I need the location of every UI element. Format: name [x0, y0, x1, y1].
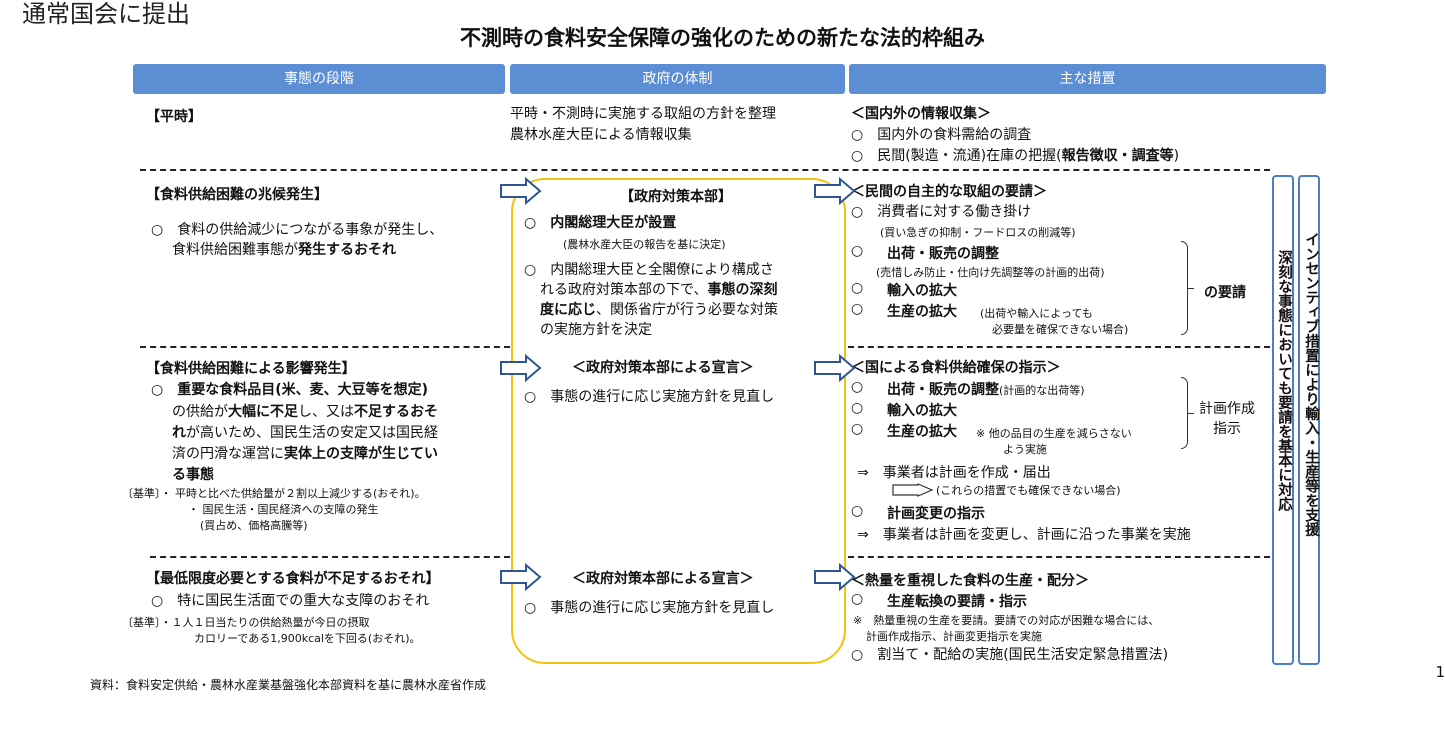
measure-sign-3-mark: ○: [851, 280, 864, 296]
measure-sign-4-mark: ○: [851, 301, 864, 317]
measure-impact-2: 輸入の拡大: [887, 403, 957, 419]
measure-peace-1: ○ 国内外の食料需給の調査: [851, 127, 1032, 143]
min-desc-1: ○ 特に国民生活面での重大な支障のおそれ: [151, 593, 430, 609]
measure-impact-5: 計画変更の指示: [887, 506, 985, 522]
impact-desc-1: ○ 重要な食料品目(米、麦、大豆等を想定): [151, 382, 429, 398]
measure-impact-1: 出荷・販売の調整(計画的な出荷等): [887, 382, 1085, 398]
measure-sign-1-note: (買い急ぎの抑制・フードロスの削減等): [880, 226, 1076, 239]
source-note: 資料：食料安定供給・農林水産業基盤強化本部資料を基に農林水産省作成: [90, 678, 487, 692]
arrow-right-icon: [814, 176, 856, 206]
header-measures: 主な措置: [849, 64, 1326, 94]
measure-peace-2: ○ 民間(製造・流通)在庫の把握(報告徴収・調査等): [851, 148, 1180, 164]
gov-min-1: ○ 事態の進行に応じ実施方針を見直し: [524, 600, 775, 616]
brace-instruct-tip: [1188, 413, 1194, 414]
impact-desc-3: れが高いため、国民生活の安定又は国民経: [172, 425, 438, 441]
min-criteria-2: カロリーである1,900kcalを下回る(おそれ)。: [194, 632, 421, 645]
header-stage: 事態の段階: [133, 64, 505, 94]
separator-2b: [848, 346, 1270, 348]
separator-2a: [140, 346, 510, 348]
brace-request-tip: [1188, 288, 1194, 289]
impact-desc-2: の供給が大幅に不足し、又は不足するおそ: [172, 404, 438, 420]
measure-impact-2-mark: ○: [851, 400, 864, 416]
impact-desc-4: 済の円滑な運営に実体上の支障が生じてい: [172, 446, 438, 462]
arrow-right-icon: [814, 562, 856, 592]
brace-request: [1181, 241, 1188, 335]
measure-sign-2: 出荷・販売の調整: [887, 246, 999, 262]
impact-desc-5: る事態: [172, 467, 214, 483]
gov-peace-1: 平時・不測時に実施する取組の方針を整理: [510, 106, 776, 122]
stage-min: 【最低限度必要とする食料が不足するおそれ】: [146, 571, 440, 587]
brace-request-label: の要請: [1204, 285, 1246, 301]
corner-label: 通常国会に提出: [22, 0, 190, 28]
measure-sign-1: ○ 消費者に対する働き掛け: [851, 204, 1032, 220]
gov-sign-1-note: (農林水産大臣の報告を基に決定): [563, 238, 726, 251]
stage-peace: 【平時】: [146, 109, 202, 125]
side-box-incentive: [1298, 175, 1320, 665]
gov-peace-2: 農林水産大臣による情報収集: [510, 127, 692, 143]
arrow-right-icon: [500, 353, 542, 383]
measure-min-head: ＜熱量を重視した食料の生産・配分＞: [851, 573, 1089, 589]
measure-sign-2-mark: ○: [851, 243, 864, 259]
sign-desc-1: ○ 食料の供給減少につながる事象が発生し、: [151, 222, 444, 238]
measure-impact-4-note: (これらの措置でも確保できない場合): [936, 484, 1121, 497]
measure-min-1-mark: ○: [851, 591, 864, 607]
stage-sign: 【食料供給困難の兆候発生】: [146, 187, 328, 203]
side-text-incentive: インセンティブ措置により輸入・生産等を支援: [1303, 232, 1319, 537]
gov-frame: [511, 178, 846, 664]
brace-instruct-label-1: 計画作成: [1199, 401, 1255, 417]
measure-impact-6: ⇒ 事業者は計画を変更し、計画に沿った事業を実施: [857, 527, 1191, 543]
separator-1: [140, 169, 1270, 171]
measure-impact-3: 生産の拡大: [887, 424, 957, 440]
measure-sign-4-note-2: 必要量を確保できない場合): [992, 323, 1129, 336]
measure-sign-4-note-1: (出荷や輸入によっても: [980, 307, 1093, 320]
brace-instruct-label-2: 指示: [1213, 421, 1241, 437]
measure-sign-4: 生産の拡大: [887, 304, 957, 320]
measure-impact-4: ⇒ 事業者は計画を作成・届出: [857, 465, 1051, 481]
gov-sign-2-l3: 度に応じ、関係省庁が行う必要な対策: [540, 302, 778, 318]
measure-min-1-note-1: ※ 熱量重視の生産を要請。要請での対応が困難な場合には、: [853, 614, 1160, 627]
side-box-request: [1272, 175, 1294, 665]
page-number: 1: [1435, 663, 1445, 681]
gov-sign-head: 【政府対策本部】: [620, 189, 732, 205]
gov-sign-2-l2: れる政府対策本部の下で、事態の深刻: [540, 282, 778, 298]
impact-criteria-1: 〔基準〕・ 平時と比べた供給量が２割以上減少する(おそれ)。: [122, 487, 426, 500]
stage-impact: 【食料供給困難による影響発生】: [146, 361, 356, 377]
measure-min-1: 生産転換の要請・指示: [887, 594, 1027, 610]
gov-sign-2-l1: ○ 内閣総理大臣と全閣僚により構成さ: [524, 262, 774, 278]
gov-sign-1: ○ 内閣総理大臣が設置: [524, 215, 677, 231]
header-gov: 政府の体制: [510, 64, 845, 94]
measure-sign-3: 輸入の拡大: [887, 283, 957, 299]
measure-impact-1-mark: ○: [851, 379, 864, 395]
side-text-request: 深刻な事態においても要請を基本に対応: [1276, 250, 1292, 511]
separator-3a: [150, 556, 510, 558]
arrow-right-icon: [814, 353, 856, 383]
arrow-right-icon: [500, 562, 542, 592]
measure-min-1-note-2: 計画作成指示、計画変更指示を実施: [866, 630, 1042, 643]
measure-sign-2-note: (売惜しみ防止・仕向け先調整等の計画的出荷): [876, 266, 1105, 279]
brace-instruct: [1181, 377, 1188, 449]
sign-desc-2: 食料供給困難事態が発生するおそれ: [172, 242, 396, 258]
gov-min-head: ＜政府対策本部による宣言＞: [572, 571, 754, 587]
measure-impact-head: ＜国による食料供給確保の指示＞: [851, 360, 1061, 376]
impact-criteria-3: (買占め、価格高騰等): [200, 519, 308, 532]
gov-impact-head: ＜政府対策本部による宣言＞: [572, 360, 754, 376]
measure-impact-5-mark: ○: [851, 503, 864, 519]
arrow-right-icon: [500, 176, 542, 206]
min-criteria-1: 〔基準〕・１人１日当たりの供給熱量が今日の摂取: [122, 616, 370, 629]
gov-impact-1: ○ 事態の進行に応じ実施方針を見直し: [524, 389, 775, 405]
measure-peace-head: ＜国内外の情報収集＞: [851, 106, 991, 122]
down-hollow-arrow-icon: [892, 483, 934, 497]
measure-min-2: ○ 割当て・配給の実施(国民生活安定緊急措置法): [851, 647, 1169, 663]
measure-impact-3-note-2: よう実施: [1003, 443, 1047, 456]
impact-criteria-2: ・ 国民生活・国民経済への支障の発生: [188, 503, 379, 516]
measure-impact-3-note-1: ※ 他の品目の生産を減らさない: [976, 427, 1132, 440]
measure-impact-3-mark: ○: [851, 421, 864, 437]
separator-3b: [848, 556, 1270, 558]
measure-sign-head: ＜民間の自主的な取組の要請＞: [851, 184, 1047, 200]
page-title: 不測時の食料安全保障の強化のための新たな法的枠組み: [460, 26, 985, 50]
gov-sign-2-l4: の実施方針を決定: [540, 322, 652, 338]
